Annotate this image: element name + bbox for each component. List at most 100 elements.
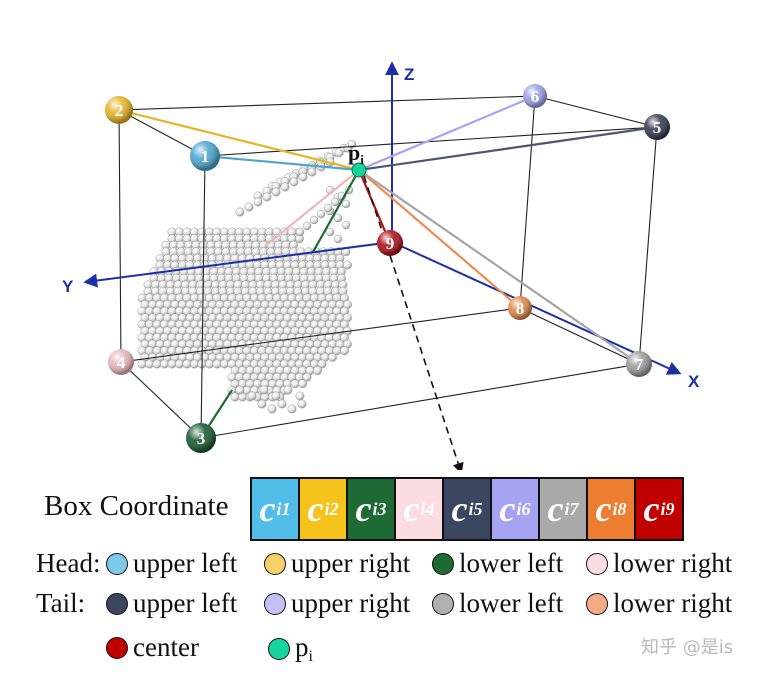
corner-number: 7	[635, 355, 644, 374]
cloud-point	[257, 399, 267, 409]
cloud-point	[205, 359, 214, 369]
swatch-icon	[264, 552, 286, 575]
cloud-point	[328, 352, 337, 362]
cloud-point	[341, 199, 351, 209]
corner-number: 6	[531, 87, 540, 106]
legend-head-item-2: upper right	[264, 548, 410, 579]
cloud-point	[325, 227, 335, 237]
legend-pi-text: pi	[295, 632, 313, 665]
cloud-point	[220, 359, 229, 369]
cloud-point	[295, 391, 305, 401]
cloud-point	[182, 359, 192, 369]
y-axis	[83, 241, 393, 288]
legend-head-row: Head: upper left upper right lower left low…	[36, 548, 732, 579]
cloud-point	[235, 207, 245, 217]
legend-tail-item-4: lower right	[586, 588, 732, 619]
pi-point	[351, 162, 367, 178]
cloud-point	[298, 172, 308, 182]
legend-center: center	[106, 632, 199, 663]
pi-swatch-icon	[268, 638, 290, 660]
cloud-point	[259, 385, 269, 395]
cloud-point	[302, 372, 312, 382]
swatch-icon	[586, 592, 608, 615]
corner-marker-9: 9	[377, 230, 403, 256]
cloud-point	[330, 197, 340, 207]
corner-number: 1	[201, 147, 210, 166]
corner-number: 3	[197, 429, 206, 448]
legend-tail-row: Tail: upper left upper right lower left low…	[36, 588, 732, 619]
corner-links	[118, 94, 658, 439]
cloud-point	[289, 177, 299, 187]
coordinate-axes	[83, 61, 682, 375]
swatch-icon	[106, 552, 128, 575]
cloud-point	[307, 167, 317, 177]
legend-head-item-text: upper left	[133, 548, 238, 578]
cloud-point	[145, 359, 154, 369]
cloud-point	[244, 202, 254, 212]
swatch-icon	[432, 592, 454, 615]
cloud-point	[290, 379, 300, 389]
center-swatch-icon	[106, 636, 128, 659]
legend-head-item-text: lower left	[459, 548, 564, 578]
cloud-point	[262, 192, 272, 202]
cloud-point	[323, 203, 333, 213]
legend-tail-item-text: upper right	[291, 588, 411, 618]
cloud-point	[167, 359, 177, 369]
y-axis-label: Y	[62, 277, 74, 296]
cloud-point	[298, 379, 307, 389]
cloud-point	[253, 197, 263, 207]
cloud-point	[302, 221, 312, 231]
corner-number: 8	[516, 299, 525, 318]
legend-tail-item-text: lower right	[613, 588, 733, 618]
cloud-point	[160, 359, 169, 369]
point-cloud	[137, 139, 357, 414]
swatch-icon	[432, 552, 454, 575]
swatch-icon	[586, 552, 608, 575]
legend-tail-item-1: upper left	[106, 588, 237, 619]
corner-markers: 1 2 3 4 5 6 7 8 9	[105, 84, 670, 453]
corner-number: 9	[386, 234, 395, 253]
legend-head-item-text: upper right	[291, 548, 411, 578]
cloud-point	[247, 391, 257, 401]
cloud-point	[267, 404, 277, 414]
corner-number: 4	[117, 353, 126, 372]
legend-pi: pi	[268, 632, 313, 666]
x-axis-label: X	[688, 372, 700, 391]
cloud-point	[235, 385, 245, 395]
cloud-point	[309, 215, 319, 225]
corner-marker-8: 8	[508, 296, 532, 320]
swatch-icon	[106, 592, 128, 615]
cloud-point	[295, 227, 305, 237]
legend-head-item-text: lower right	[613, 548, 733, 578]
cloud-point	[175, 359, 184, 369]
cloud-point	[333, 213, 343, 223]
legend-tail-item-3: lower left	[432, 588, 563, 619]
corner-marker-2: 2	[105, 96, 133, 124]
legend-center-text: center	[133, 632, 199, 662]
cloud-point	[316, 209, 326, 219]
legend-tail-item-text: upper left	[133, 588, 238, 618]
cloud-point	[271, 187, 281, 197]
cloud-point	[340, 346, 349, 356]
legend-tail-label: Tail:	[36, 588, 86, 618]
legend-head-label: Head:	[36, 548, 101, 578]
watermark: 知乎 @是is	[641, 637, 734, 658]
dashed-pointer-arrow	[363, 175, 464, 470]
corner-marker-5: 5	[644, 114, 670, 140]
corner-marker-1: 1	[190, 141, 220, 171]
cloud-point	[277, 399, 287, 409]
legend-tail-item-2: upper right	[264, 588, 410, 619]
cloud-point	[313, 366, 322, 375]
cloud-point	[280, 182, 290, 192]
legend-tail-item-text: lower left	[459, 588, 564, 618]
legend-head-item-1: upper left	[106, 548, 237, 579]
